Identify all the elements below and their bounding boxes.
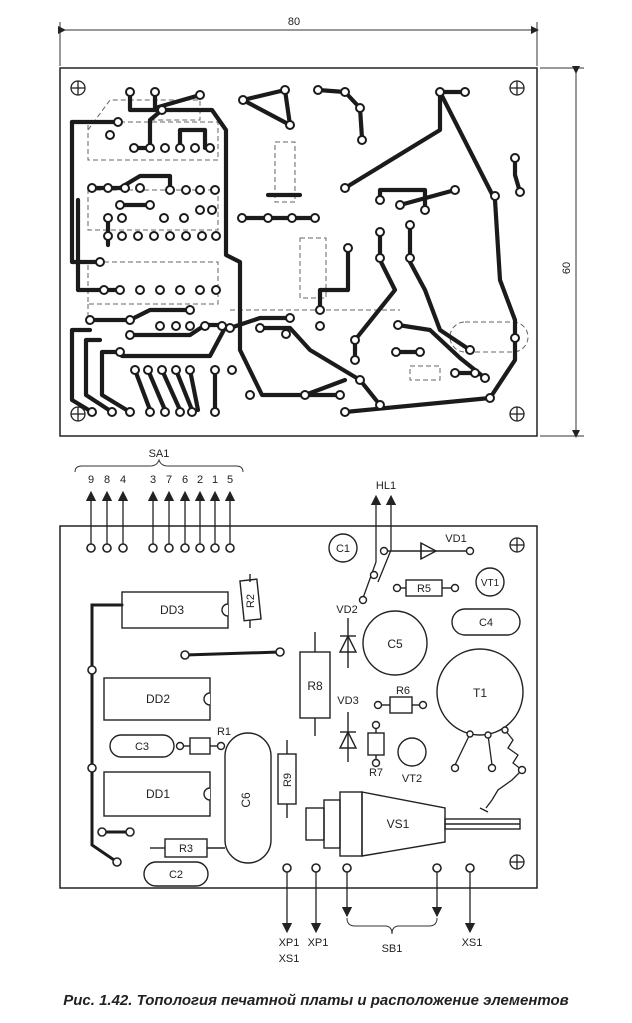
ic-dd2: DD2	[103, 677, 211, 721]
pcb-pads	[85, 85, 525, 417]
mounting-holes-bottom	[509, 537, 525, 870]
vs1-label: VS1	[387, 817, 410, 831]
ic-dd3: DD3	[121, 591, 229, 629]
c4-label: C4	[479, 617, 493, 629]
diode-vd3	[338, 712, 358, 762]
r1-label: R1	[217, 726, 231, 738]
transformer-t1: T1	[436, 648, 527, 809]
sa1-label: SA1	[149, 448, 170, 460]
pcb-traces	[69, 87, 523, 415]
c6-label: C6	[239, 792, 253, 808]
xp1-label: XP1	[308, 937, 329, 949]
mounting-holes-top	[70, 80, 525, 422]
capacitor-c6: C6	[224, 732, 272, 864]
board-outline-bottom	[59, 525, 538, 889]
sa1-pin-2: 2	[197, 474, 203, 486]
vd3-label: VD3	[337, 695, 358, 707]
c2-label: C2	[169, 869, 183, 881]
diode-vd2	[338, 618, 358, 668]
resistor-r6: R6	[373, 685, 428, 714]
sa1-pin-1: 1	[212, 474, 218, 486]
vt2-label: VT2	[402, 773, 422, 785]
sa1-pin-5: 5	[227, 474, 233, 486]
jumper-pads	[87, 647, 285, 867]
r3-label: R3	[179, 843, 193, 855]
component-layout: SA1 9 8 4 3 7 6 2 1 5	[59, 448, 538, 965]
sa1-wire-arrows	[85, 490, 236, 544]
r6-label: R6	[396, 685, 410, 697]
resistor-r8: R8	[299, 632, 331, 736]
bottom-connector-pads	[282, 863, 475, 873]
connector-arrows	[281, 872, 476, 934]
resistor-r7: R7	[367, 720, 385, 779]
hl1-label: HL1	[376, 480, 396, 492]
sa1-pin-8: 8	[104, 474, 110, 486]
sb1-label: SB1	[382, 943, 403, 955]
capacitor-c1: C1	[328, 533, 358, 563]
sa1-pin-9: 9	[88, 474, 94, 486]
dimension-width-label: 80	[288, 16, 300, 28]
vd2-label: VD2	[336, 604, 357, 616]
c1-label: C1	[336, 543, 350, 555]
resistor-r3: R3	[150, 838, 225, 858]
resistor-r5: R5	[392, 579, 460, 597]
r5-label: R5	[417, 583, 431, 595]
sa1-pin-6: 6	[182, 474, 188, 486]
sb1-bracket	[346, 917, 438, 935]
pcb-topology: 80 60	[58, 16, 584, 438]
c5-label: C5	[387, 637, 403, 651]
r8-label: R8	[307, 679, 323, 693]
board-outline-top	[59, 67, 538, 437]
dimension-height-label: 60	[561, 262, 573, 274]
capacitor-c2: C2	[143, 861, 209, 887]
r7-label: R7	[369, 767, 383, 779]
capacitor-c5: C5	[362, 610, 428, 676]
r9-label: R9	[282, 773, 294, 787]
dd2-label: DD2	[146, 692, 170, 706]
vd1-label: VD1	[445, 533, 466, 545]
socket-vs1	[305, 791, 521, 857]
xp1-xs1-label-xp1: XP1	[279, 937, 300, 949]
sa1-pads	[86, 543, 235, 553]
dd1-label: DD1	[146, 787, 170, 801]
resistor-r2: R2	[239, 574, 262, 628]
figure-caption: Рис. 1.42. Топология печатной платы и ра…	[63, 992, 569, 1009]
resistor-r9: R9	[277, 740, 297, 818]
capacitor-c4: C4	[451, 608, 521, 636]
hl1-leads: HL1	[358, 480, 397, 605]
vt1-label: VT1	[481, 578, 500, 589]
resistor-r1: R1	[175, 726, 231, 755]
ic-dd1: DD1	[103, 771, 211, 817]
capacitor-c3: C3	[109, 734, 175, 758]
sa1-pin-3: 3	[150, 474, 156, 486]
dd3-label: DD3	[160, 603, 184, 617]
sa1-bracket	[74, 458, 244, 473]
dimension-width	[58, 22, 539, 66]
c3-label: C3	[135, 741, 149, 753]
transistor-vt1: VT1	[475, 567, 505, 597]
r2-label: R2	[245, 594, 257, 608]
sa1-pin-labels: 9 8 4 3 7 6 2 1 5	[88, 474, 233, 486]
xp1-xs1-label-xs1: XS1	[279, 953, 300, 965]
sa1-pin-4: 4	[120, 474, 126, 486]
sa1-pin-7: 7	[166, 474, 172, 486]
diode-vd1	[379, 541, 475, 561]
xs1-label: XS1	[462, 937, 483, 949]
transistor-vt2: VT2	[397, 737, 427, 785]
t1-label: T1	[473, 686, 487, 700]
dimension-height	[540, 66, 584, 438]
